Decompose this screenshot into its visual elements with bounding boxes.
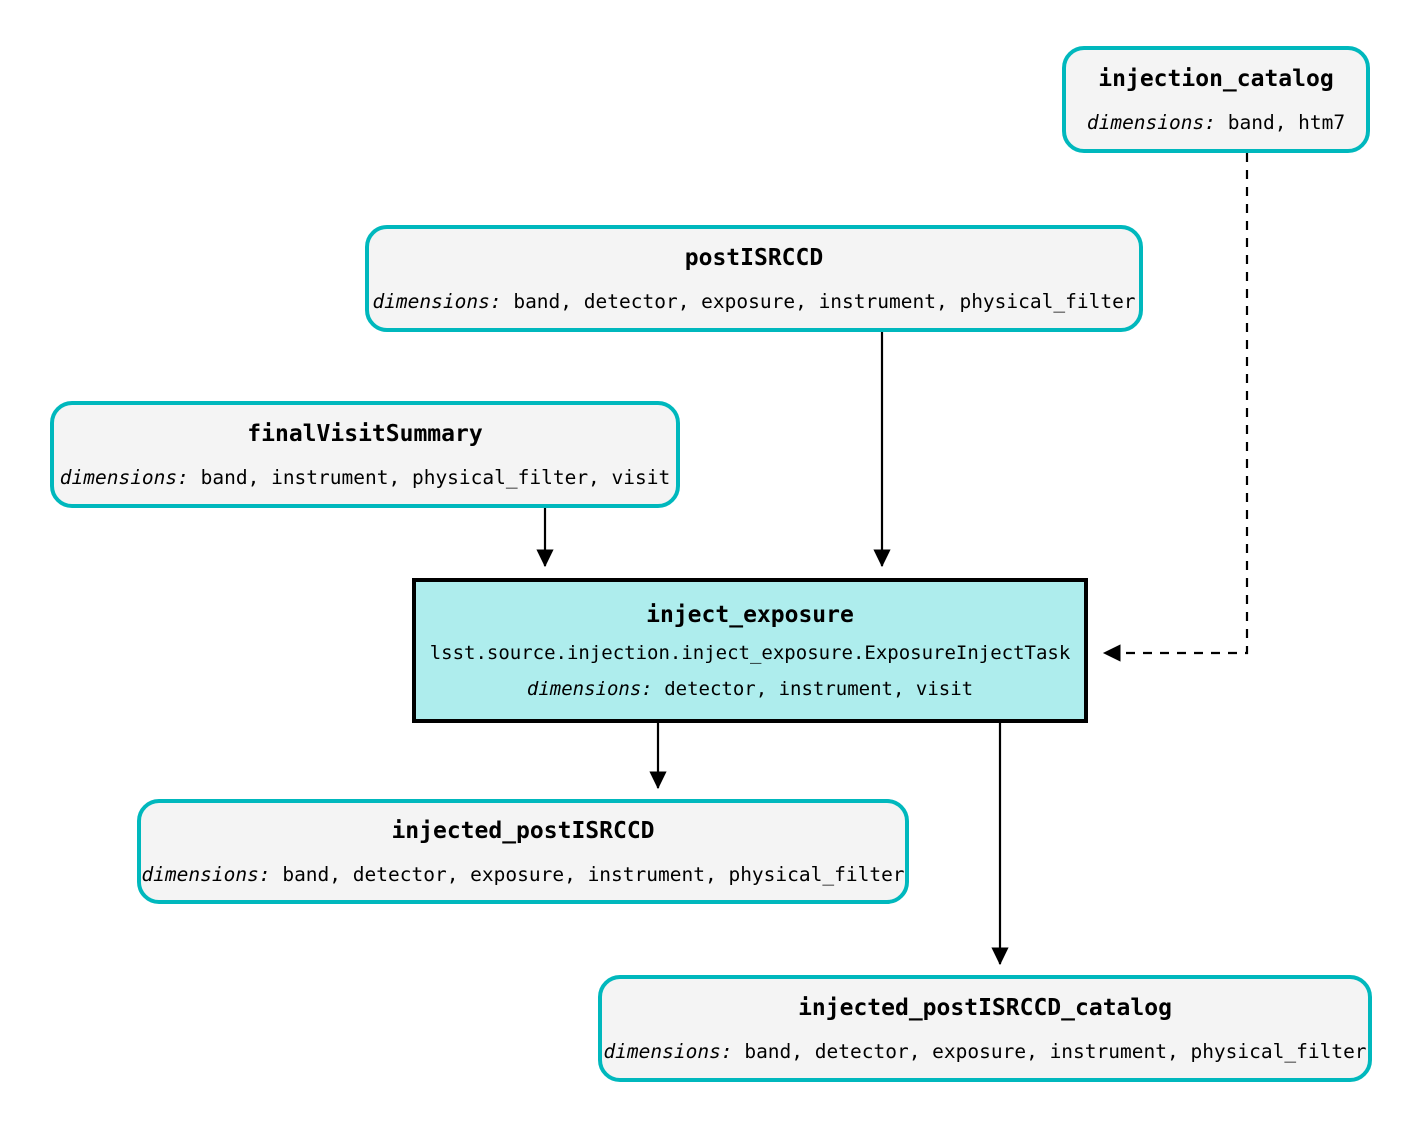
- node-dimensions: dimensions: detector, instrument, visit: [527, 676, 973, 702]
- node-injected-postisrccd-catalog[interactable]: injected_postISRCCD_catalog dimensions: …: [598, 975, 1372, 1082]
- node-postisrccd[interactable]: postISRCCD dimensions: band, detector, e…: [365, 225, 1143, 332]
- node-inject-exposure-task[interactable]: inject_exposure lsst.source.injection.in…: [412, 578, 1088, 723]
- node-title: injected_postISRCCD_catalog: [798, 994, 1172, 1021]
- node-dimensions: dimensions: band, htm7: [1087, 110, 1345, 136]
- node-classname: lsst.source.injection.inject_exposure.Ex…: [429, 641, 1071, 664]
- node-dimensions: dimensions: band, detector, exposure, in…: [141, 862, 904, 888]
- dimensions-value: band, detector, exposure, instrument, ph…: [744, 1039, 1367, 1063]
- node-injected-postisrccd[interactable]: injected_postISRCCD dimensions: band, de…: [137, 799, 909, 904]
- node-title: finalVisitSummary: [247, 420, 483, 447]
- node-dimensions: dimensions: band, detector, exposure, in…: [372, 289, 1135, 315]
- dimensions-value: detector, instrument, visit: [664, 677, 974, 700]
- node-dimensions: dimensions: band, detector, exposure, in…: [603, 1039, 1366, 1065]
- dimensions-label: dimensions:: [141, 862, 271, 886]
- dimensions-value: band, detector, exposure, instrument, ph…: [282, 862, 905, 886]
- dimensions-label: dimensions:: [372, 289, 502, 313]
- node-title: postISRCCD: [684, 244, 824, 271]
- dimensions-value: band, htm7: [1227, 110, 1346, 134]
- dimensions-label: dimensions:: [59, 465, 189, 489]
- node-title: inject_exposure: [646, 601, 854, 628]
- node-title: injection_catalog: [1098, 65, 1334, 92]
- dimensions-label: dimensions:: [603, 1039, 733, 1063]
- node-finalvisitsummary[interactable]: finalVisitSummary dimensions: band, inst…: [50, 401, 680, 508]
- node-title: injected_postISRCCD: [391, 817, 655, 844]
- node-injection-catalog[interactable]: injection_catalog dimensions: band, htm7: [1062, 46, 1370, 153]
- dimensions-value: band, detector, exposure, instrument, ph…: [513, 289, 1136, 313]
- dimensions-label: dimensions:: [1086, 110, 1216, 134]
- dimensions-label: dimensions:: [526, 677, 653, 700]
- dimensions-value: band, instrument, physical_filter, visit: [200, 465, 671, 489]
- node-dimensions: dimensions: band, instrument, physical_f…: [60, 465, 671, 491]
